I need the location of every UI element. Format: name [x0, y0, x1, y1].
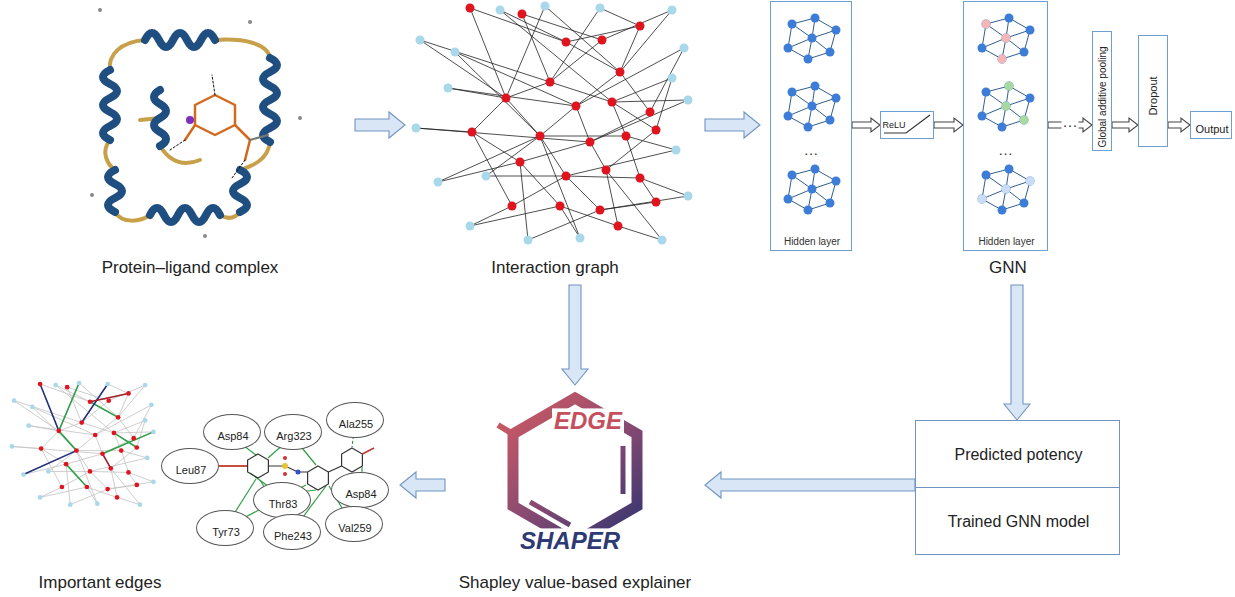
- layer-arrow: [852, 118, 880, 132]
- residue-name: Arg323: [276, 430, 311, 443]
- flow-arrow: [400, 472, 445, 498]
- logo-text: EDGE: [552, 408, 624, 433]
- layer-name: Global additive pooling: [1097, 46, 1109, 147]
- panel-caption: Important edges: [39, 573, 162, 593]
- residue-name: Val259: [338, 522, 371, 535]
- residue-name: Asp84: [345, 488, 376, 501]
- activation-box: ReLU: [880, 111, 934, 139]
- residue-name: Phe243: [274, 530, 312, 543]
- layer-name: Hidden layer: [784, 236, 840, 248]
- panel: Interaction graph: [405, 0, 705, 285]
- protein-cartoon: [90, 8, 302, 238]
- panel-caption: GNN: [989, 258, 1027, 278]
- panel-caption: Shapley value-based explainer: [459, 573, 692, 593]
- logo-text: SHAPER: [518, 528, 622, 553]
- residue-ellipse: Arg323: [264, 414, 322, 450]
- residue-ellipse: Leu87: [161, 448, 219, 484]
- panel-caption: Interaction graph: [491, 258, 619, 278]
- hidden-layer-graphs: [784, 14, 1035, 215]
- layer-arrow: [1112, 118, 1138, 132]
- hidden-layer-box: Hidden layer: [770, 1, 852, 251]
- layer-arrow: [1168, 118, 1190, 132]
- pooling-box: Global additive pooling: [1092, 31, 1112, 151]
- flow-arrow: [355, 112, 405, 138]
- layer-arrow: [934, 118, 963, 132]
- flow-arrow: [705, 112, 760, 138]
- panel: Important edgesAsp84Arg323Ala255Leu87Asp…: [0, 375, 400, 597]
- residue-ellipse: Phe243: [263, 514, 321, 550]
- ellipsis-mark: …: [997, 141, 1014, 159]
- dropout-box: Dropout: [1138, 35, 1168, 147]
- ellipsis-mark: …: [803, 141, 820, 159]
- result-text: Trained GNN model: [948, 512, 1090, 531]
- residue-name: Leu87: [176, 464, 207, 477]
- panel: EDGE SHAPER Shapley value-based explainer: [445, 385, 705, 597]
- important-edges-graph: [10, 381, 156, 507]
- box-divider: [915, 487, 1120, 488]
- edge-label: ···: [1062, 116, 1079, 134]
- edgeshaper-logo: [498, 398, 637, 542]
- residue-name: Ala255: [339, 418, 373, 431]
- residue-ellipse: Asp84: [203, 414, 261, 450]
- layer-name: Hidden layer: [978, 236, 1034, 248]
- residue-ellipse: Asp84: [331, 472, 389, 508]
- hidden-layer-box: Hidden layer: [963, 1, 1048, 251]
- panel-caption: Protein–ligand complex: [102, 258, 279, 278]
- interaction-graph: [412, 2, 693, 245]
- residue-ellipse: Tyr73: [196, 510, 254, 546]
- residue-ellipse: Thr83: [253, 482, 311, 518]
- result-box: Predicted potencyTrained GNN model: [915, 420, 1120, 555]
- layer-name: Output: [1195, 123, 1228, 136]
- panel: Protein–ligand complex: [70, 0, 355, 285]
- residue-name: Tyr73: [212, 526, 240, 539]
- residue-ellipse: Val259: [325, 506, 383, 542]
- residue-name: Asp84: [217, 430, 248, 443]
- flow-arrow: [705, 472, 915, 498]
- output-box: Output: [1190, 111, 1232, 139]
- flow-arrow: [1004, 285, 1030, 420]
- layer-name: Dropout: [1147, 76, 1160, 115]
- flow-arrow: [562, 285, 588, 385]
- layer-name: ReLU: [882, 120, 905, 131]
- result-text: Predicted potency: [954, 445, 1082, 464]
- residue-ellipse: Ala255: [326, 402, 384, 438]
- residue-name: Thr83: [269, 498, 298, 511]
